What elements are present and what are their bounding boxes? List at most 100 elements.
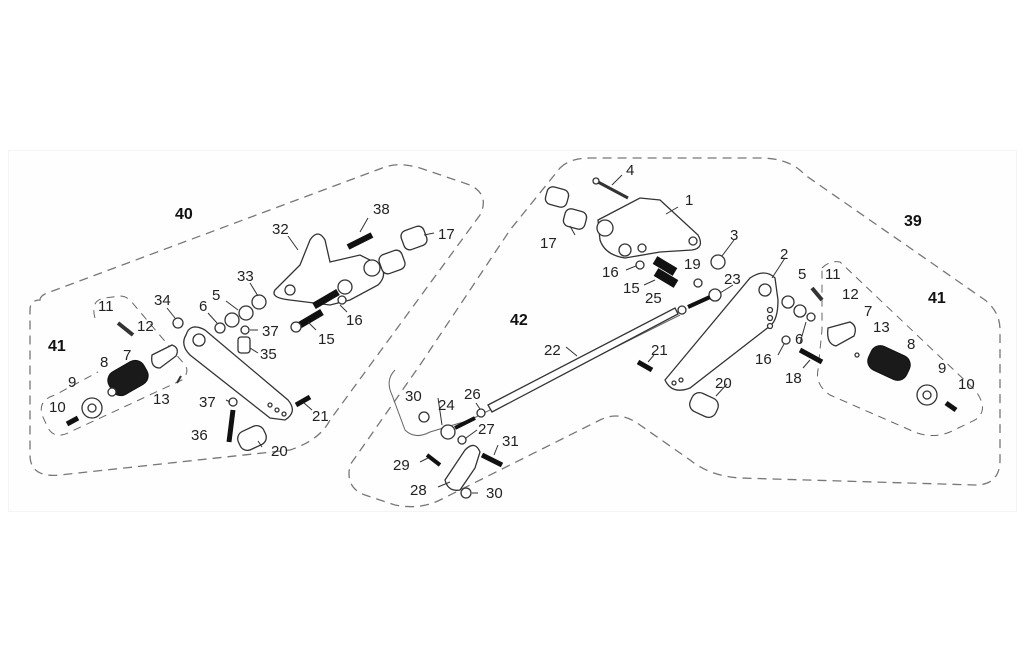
left-bearing-5a xyxy=(224,312,240,328)
left-seal-33 xyxy=(251,294,267,310)
right-bracket-1 xyxy=(597,197,702,259)
part-label: 13 xyxy=(873,319,890,336)
part-label: 7 xyxy=(123,347,131,364)
part-label: 17 xyxy=(438,226,455,243)
right-assembly xyxy=(544,177,958,418)
group-label-39: 39 xyxy=(904,213,922,230)
part-label: 10 xyxy=(49,399,66,416)
right-shift-arm-2 xyxy=(664,272,779,391)
part-label: 34 xyxy=(154,292,171,309)
linkage-lever-28 xyxy=(444,444,481,491)
left-nut-37a xyxy=(240,325,250,335)
group-40-outline xyxy=(29,164,484,476)
linkage-rodend-24 xyxy=(440,424,456,440)
left-pin-11 xyxy=(116,321,135,337)
linkage-washer-30b xyxy=(460,487,472,499)
left-washer-6 xyxy=(214,322,226,334)
part-label: 31 xyxy=(502,433,519,450)
right-pin-13 xyxy=(854,352,860,358)
part-label: 6 xyxy=(199,298,207,315)
part-label: 37 xyxy=(199,394,216,411)
part-label: 11 xyxy=(98,298,114,315)
part-label: 35 xyxy=(260,346,277,363)
right-clip-7 xyxy=(827,321,856,347)
linkage-washer-30a xyxy=(418,411,430,423)
part-label: 13 xyxy=(153,391,170,408)
left-clip-7 xyxy=(151,344,178,369)
linkage-rod-22 xyxy=(487,307,679,413)
group-label-42: 42 xyxy=(510,312,528,329)
linkage-bolt-29 xyxy=(425,453,442,467)
right-washer-16a xyxy=(635,260,645,270)
left-bushing-17b xyxy=(378,249,406,275)
right-bolt-21 xyxy=(636,359,654,373)
part-label: 23 xyxy=(724,271,741,288)
part-label: 9 xyxy=(68,374,76,391)
left-pivot-34 xyxy=(172,317,184,329)
right-pin-11 xyxy=(810,286,824,302)
part-label: 30 xyxy=(405,388,422,405)
part-label: 16 xyxy=(602,264,619,281)
right-washer-6 xyxy=(806,312,816,322)
right-pedal-tip-20 xyxy=(689,392,719,418)
part-label: 5 xyxy=(212,287,220,304)
right-bolt-18 xyxy=(798,347,824,365)
part-label: 11 xyxy=(825,266,841,283)
part-label: 10 xyxy=(958,376,975,393)
part-label: 8 xyxy=(907,336,915,353)
part-label: 3 xyxy=(730,227,738,244)
left-bolt-38 xyxy=(346,232,374,250)
left-bearing-5b xyxy=(238,305,254,321)
part-label: 2 xyxy=(780,246,788,263)
group-41-left-outline xyxy=(40,295,188,436)
part-label: 21 xyxy=(651,342,668,359)
part-label: 1 xyxy=(685,192,693,209)
part-label: 15 xyxy=(318,331,335,348)
part-label: 30 xyxy=(486,485,503,502)
right-bearing-5b xyxy=(793,304,807,318)
group-label-41-left: 41 xyxy=(48,338,66,355)
part-label: 36 xyxy=(191,427,208,444)
part-label: 27 xyxy=(478,421,495,438)
linkage-assembly xyxy=(418,307,679,499)
part-label: 28 xyxy=(410,482,427,499)
right-bolt-15a xyxy=(652,256,678,276)
part-label: 32 xyxy=(272,221,289,238)
leader-lines xyxy=(166,174,811,494)
part-label: 7 xyxy=(864,303,872,320)
part-label: 21 xyxy=(312,408,329,425)
right-washer-16b xyxy=(781,335,791,345)
part-label: 24 xyxy=(438,397,455,414)
part-label: 38 xyxy=(373,201,390,218)
part-label: 20 xyxy=(715,375,732,392)
left-bolt-21 xyxy=(294,394,312,408)
linkage-washer-27 xyxy=(457,435,467,445)
linkage-nut-26 xyxy=(476,408,486,418)
left-pedal-tip-20 xyxy=(237,425,267,451)
part-label: 5 xyxy=(798,266,806,283)
part-label: 20 xyxy=(271,443,288,460)
part-label: 12 xyxy=(137,318,154,335)
group-label-40: 40 xyxy=(175,206,193,223)
right-bolt-4 xyxy=(597,180,629,200)
group-label-41-right: 41 xyxy=(928,290,946,307)
part-label: 18 xyxy=(785,370,802,387)
right-rodend-23 xyxy=(708,288,722,302)
part-label: 19 xyxy=(684,256,701,273)
right-footpeg-8 xyxy=(867,345,911,381)
part-label: 16 xyxy=(346,312,363,329)
left-pin-13 xyxy=(176,375,182,384)
group-42-outline xyxy=(388,314,681,436)
part-label: 26 xyxy=(464,386,481,403)
left-spacer-35 xyxy=(237,336,251,354)
left-screw-10 xyxy=(65,415,80,427)
part-label: 6 xyxy=(795,331,803,348)
part-label: 17 xyxy=(540,235,557,252)
left-pedal-arm xyxy=(183,326,293,421)
right-nut-25 xyxy=(677,305,687,315)
right-bush-3 xyxy=(710,254,726,270)
right-bearing-5a xyxy=(781,295,795,309)
part-label: 15 xyxy=(623,280,640,297)
right-bushing-17b xyxy=(562,208,588,230)
